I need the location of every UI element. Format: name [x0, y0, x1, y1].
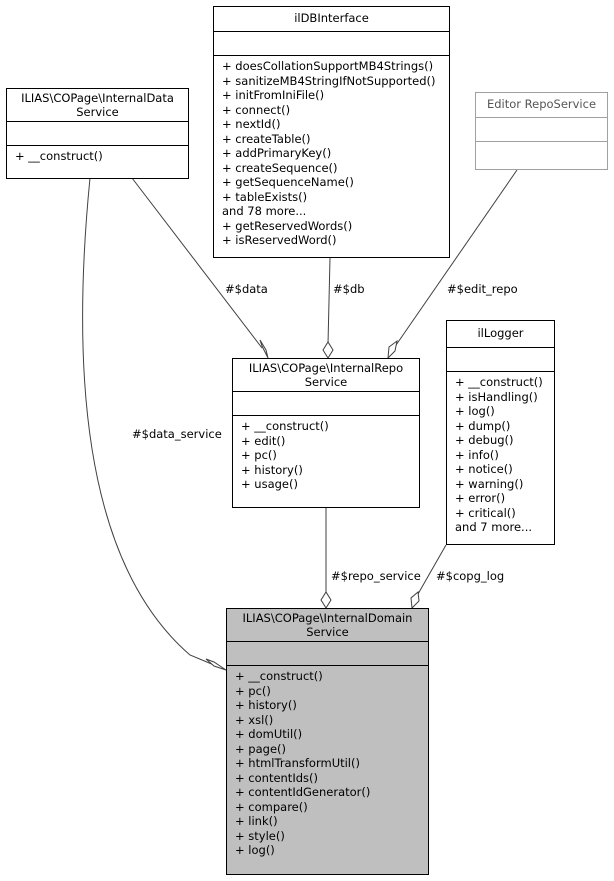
method-more: and 7 more... [455, 520, 533, 534]
edge-label-data: #$data [225, 282, 268, 296]
method-item: + __construct() [241, 419, 329, 433]
method-item: + nextId() [222, 117, 281, 131]
class-editor-repo-service[interactable]: Editor RepoService [475, 92, 608, 170]
method-item: + __construct() [235, 669, 323, 683]
method-item: + history() [235, 698, 297, 712]
attributes-section [233, 391, 419, 415]
method-item: + error() [455, 491, 506, 505]
edge-db [327, 257, 331, 345]
method-item: + page() [235, 741, 286, 756]
method-item: + initFromIniFile() [222, 88, 325, 102]
edge-label-db: #$db [333, 282, 365, 296]
edge-data [131, 177, 263, 349]
methods-section: + doesCollationSupportMB4Strings() + san… [214, 55, 449, 252]
diamond-copg-log [410, 591, 420, 610]
class-internal-domain-service[interactable]: ILIAS\COPage\InternalDomain Service + __… [226, 608, 429, 875]
class-internal-repo-service[interactable]: ILIAS\COPage\InternalRepo Service + __co… [232, 358, 420, 508]
attributes-section [227, 641, 428, 665]
class-title: ilDBInterface [294, 11, 369, 25]
class-title: ilLogger [477, 326, 524, 340]
method-item: + isReservedWord() [222, 233, 337, 247]
method-item: + compare() [235, 799, 308, 814]
method-item: + getSequenceName() [222, 175, 354, 189]
method-item: + createSequence() [222, 160, 338, 175]
method-item: + info() [455, 447, 499, 462]
method-item: + getReservedWords() [222, 218, 353, 233]
edge-edit-repo [393, 169, 518, 349]
class-title: ILIAS\COPage\InternalData Service [21, 91, 174, 119]
method-item: + contentIds() [235, 770, 318, 785]
class-ildbinterface[interactable]: ilDBInterface + doesCollationSupportMB4S… [213, 6, 450, 258]
attributes-section [7, 121, 188, 145]
method-item: + isHandling() [455, 389, 538, 404]
method-item: + usage() [241, 477, 298, 491]
diamond-data [259, 339, 269, 359]
method-item: + dump() [455, 418, 511, 433]
method-item: + critical() [455, 505, 516, 520]
method-item: + addPrimaryKey() [222, 146, 332, 160]
diamond-repo-service [320, 591, 332, 609]
class-illogger[interactable]: ilLogger + __construct() + isHandling() … [446, 320, 555, 545]
method-item: + tableExists() [222, 189, 308, 204]
method-item: + __construct() [15, 149, 103, 163]
method-item: + edit() [241, 433, 286, 448]
class-title: Editor RepoService [486, 97, 597, 111]
method-item: + domUtil() [235, 727, 303, 741]
method-item: + htmlTransformUtil() [235, 756, 360, 770]
attributes-section [476, 117, 607, 141]
edge-label-data-service: #$data_service [132, 427, 222, 441]
method-item: + debug() [455, 433, 514, 447]
attributes-section [214, 31, 449, 55]
methods-section: + __construct() + pc() + history() + xsl… [227, 665, 428, 862]
diamond-data-service [205, 658, 227, 671]
edge-label-edit-repo: #$edit_repo [447, 282, 518, 296]
method-item: + connect() [222, 102, 291, 117]
method-item: + link() [235, 814, 278, 828]
method-item: + style() [235, 828, 285, 843]
method-item: + sanitizeMB4StringIfNotSupported() [222, 73, 436, 88]
method-item: + __construct() [455, 375, 543, 389]
method-item: + xsl() [235, 712, 274, 727]
method-item: + log() [455, 404, 495, 418]
edge-data-service [82, 177, 215, 666]
method-item: + notice() [455, 462, 513, 476]
attributes-section [447, 347, 554, 371]
method-item: + pc() [241, 448, 277, 462]
edge-label-copg-log: #$copg_log [436, 569, 505, 583]
methods-section: + __construct() + edit() + pc() + histor… [233, 415, 419, 496]
method-item: + createTable() [222, 131, 311, 146]
method-item: + doesCollationSupportMB4Strings() [222, 59, 434, 73]
edge-label-repo-service: #$repo_service [331, 569, 421, 583]
methods-section: + __construct() + isHandling() + log() +… [447, 371, 554, 539]
edge-copg-log [417, 544, 447, 595]
method-item: + warning() [455, 476, 524, 491]
method-item: + log() [235, 843, 275, 857]
method-item: + contentIdGenerator() [235, 785, 371, 799]
class-title: ILIAS\COPage\InternalDomain Service [242, 611, 413, 639]
method-more: and 78 more... [222, 204, 307, 218]
class-title: ILIAS\COPage\InternalRepo Service [248, 361, 404, 389]
diamond-edit-repo [387, 339, 398, 360]
methods-section: + __construct() [7, 145, 188, 168]
methods-section [476, 141, 607, 165]
diamond-db [322, 341, 334, 359]
class-internal-data-service[interactable]: ILIAS\COPage\InternalData Service + __co… [6, 88, 189, 179]
method-item: + pc() [235, 683, 271, 698]
method-item: + history() [241, 462, 303, 477]
